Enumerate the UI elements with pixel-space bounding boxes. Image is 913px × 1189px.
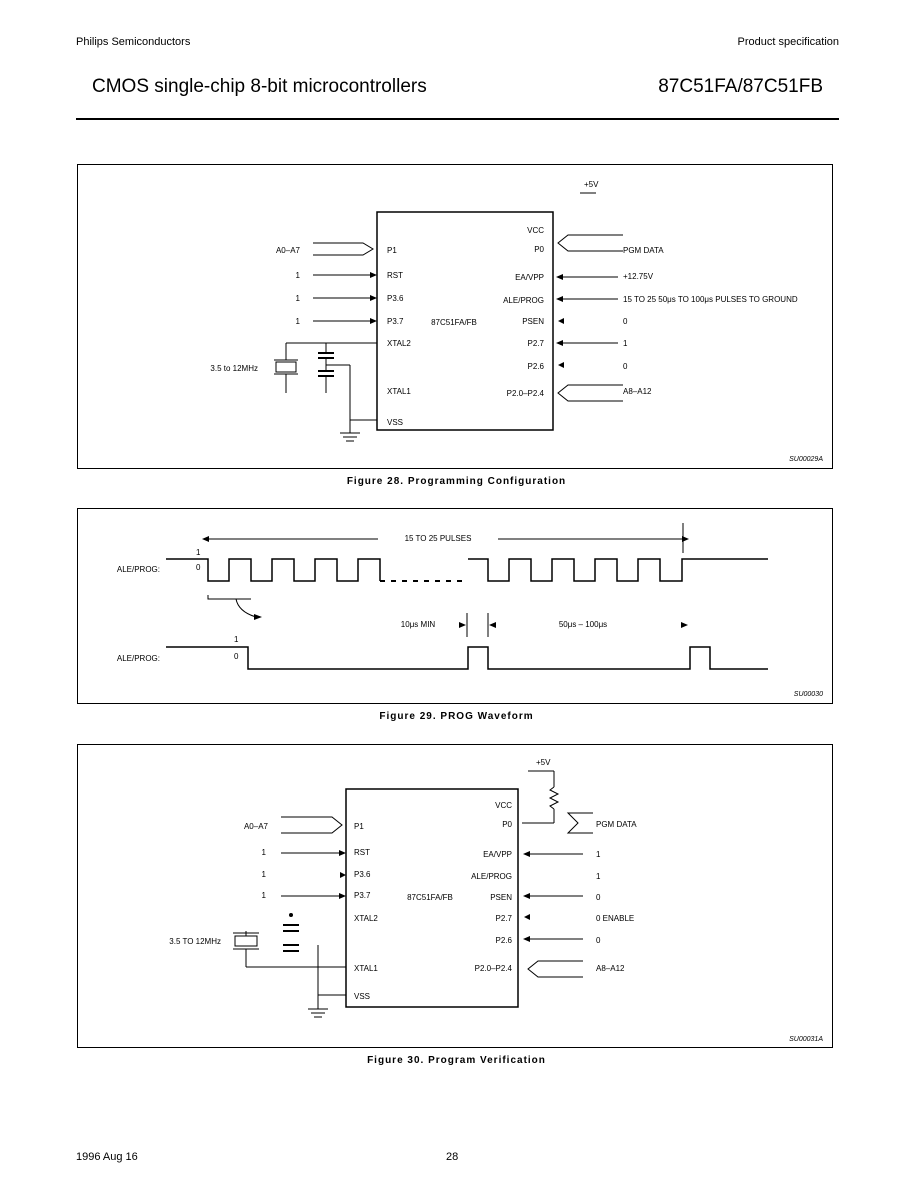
pullup-resistor xyxy=(548,786,560,810)
chip-label: 87C51FA/FB xyxy=(431,318,477,327)
pin-ea-vpp: EA/VPP xyxy=(515,273,544,282)
figure-code: SU00029A xyxy=(789,456,823,463)
vpp-level: +12.75V xyxy=(623,272,654,281)
crystal xyxy=(275,361,297,373)
figure-30-panel: 87C51FA/FB +5V P1 RST P3.6 P3.7 XTAL2 XT… xyxy=(77,744,833,1048)
chip-label: 87C51FA/FB xyxy=(407,893,453,902)
pin-psen: PSEN xyxy=(490,893,512,902)
pin-vcc: VCC xyxy=(527,226,544,235)
p36-level: 1 xyxy=(296,294,301,303)
pin-p36: P3.6 xyxy=(354,870,371,879)
pgm-data-label: PGM DATA xyxy=(623,246,664,255)
pgm-data-label: PGM DATA xyxy=(596,820,637,829)
page-number: 28 xyxy=(446,1151,459,1163)
addr-a0-a7: A0–A7 xyxy=(276,246,301,255)
pin-ale-prog: ALE/PROG xyxy=(503,296,544,305)
signal2-low-level: 0 xyxy=(234,652,239,661)
pin-p0: P0 xyxy=(502,820,512,829)
signal2-label: ALE/PROG: xyxy=(117,654,160,663)
crystal-label: 3.5 TO 12MHz xyxy=(169,937,221,946)
pin-p20-p24: P2.0–P2.4 xyxy=(507,389,545,398)
p27-level: 1 xyxy=(623,339,628,348)
figure-28-caption: Figure 28. Programming Configuration xyxy=(346,476,567,487)
figure-29-waveform: 15 TO 25 PULSES ALE/PROG: 1 0 10μs MIN 5… xyxy=(117,523,823,698)
prog-level: 1 xyxy=(596,872,601,881)
pin-p27: P2.7 xyxy=(528,339,545,348)
pin-xtal2: XTAL2 xyxy=(354,914,378,923)
pin-p37: P3.7 xyxy=(387,317,404,326)
pin-ea-vpp: EA/VPP xyxy=(483,850,512,859)
addr-a0-a7: A0–A7 xyxy=(244,822,269,831)
min-time-label: 10μs MIN xyxy=(401,620,436,629)
figure-28-panel: 87C51FA/FB +5V P1 RST P3.6 P3.7 XTAL2 XT… xyxy=(77,164,833,469)
vcc-supply-label: +5V xyxy=(536,758,551,767)
rst-level: 1 xyxy=(296,271,301,280)
pin-rst: RST xyxy=(354,848,370,857)
pin-ale-prog: ALE/PROG xyxy=(471,872,512,881)
figure-29-panel: 15 TO 25 PULSES ALE/PROG: 1 0 10μs MIN 5… xyxy=(77,508,833,704)
header-rule xyxy=(76,118,839,120)
pin-p36: P3.6 xyxy=(387,294,404,303)
psen-level: 0 xyxy=(623,317,628,326)
crystal-label: 3.5 to 12MHz xyxy=(210,364,258,373)
pin-p1: P1 xyxy=(354,822,364,831)
rst-level: 1 xyxy=(262,848,267,857)
pin-p1: P1 xyxy=(387,246,397,255)
vcc-supply-label: +5V xyxy=(584,180,599,189)
p37-level: 1 xyxy=(296,317,301,326)
pin-p27: P2.7 xyxy=(496,914,513,923)
pin-xtal1: XTAL1 xyxy=(354,964,378,973)
p26-level: 0 xyxy=(596,936,601,945)
signal1-label: ALE/PROG: xyxy=(117,565,160,574)
pin-xtal1: XTAL1 xyxy=(387,387,411,396)
signal1-low-level: 0 xyxy=(196,563,201,572)
doc-type: Product specification xyxy=(737,36,840,48)
pulse-count-label: 15 TO 25 PULSES xyxy=(405,534,472,543)
signal2-high-level: 1 xyxy=(234,635,239,644)
figure-code: SU00030 xyxy=(794,691,823,698)
psen-level: 0 xyxy=(596,893,601,902)
addr-a8-a12: A8–A12 xyxy=(623,387,652,396)
pin-p26: P2.6 xyxy=(528,362,545,371)
pin-xtal2: XTAL2 xyxy=(387,339,411,348)
figure-28-diagram: 87C51FA/FB +5V P1 RST P3.6 P3.7 XTAL2 XT… xyxy=(210,180,823,463)
figure-29-caption: Figure 29. PROG Waveform xyxy=(379,711,534,722)
p37-level: 1 xyxy=(262,891,267,900)
footer-date: 1996 Aug 16 xyxy=(76,1151,138,1163)
pin-p37: P3.7 xyxy=(354,891,371,900)
pin-vss: VSS xyxy=(387,418,403,427)
pulse-time-label: 50μs – 100μs xyxy=(559,620,607,629)
prog-pulses-label: 15 TO 25 50μs TO 100μs PULSES TO GROUND xyxy=(623,295,798,304)
crystal xyxy=(234,935,258,947)
pin-vss: VSS xyxy=(354,992,370,1001)
page-title: CMOS single-chip 8-bit microcontrollers xyxy=(92,76,427,97)
p26-level: 0 xyxy=(623,362,628,371)
addr-a8-a12: A8–A12 xyxy=(596,964,625,973)
vpp-level: 1 xyxy=(596,850,601,859)
pin-p20-p24: P2.0–P2.4 xyxy=(475,964,513,973)
pin-p26: P2.6 xyxy=(496,936,513,945)
part-number: 87C51FA/87C51FB xyxy=(658,76,823,97)
pin-vcc: VCC xyxy=(495,801,512,810)
figure-code: SU00031A xyxy=(789,1036,823,1043)
signal1-high-level: 1 xyxy=(196,548,201,557)
pin-psen: PSEN xyxy=(522,317,544,326)
figure-30-diagram: 87C51FA/FB +5V P1 RST P3.6 P3.7 XTAL2 XT… xyxy=(169,758,823,1043)
enable-level: 0 ENABLE xyxy=(596,914,634,923)
chip-box xyxy=(345,788,519,1008)
p36-level: 1 xyxy=(262,870,267,879)
company-name: Philips Semiconductors xyxy=(76,36,191,48)
pin-p0: P0 xyxy=(534,245,544,254)
pin-rst: RST xyxy=(387,271,403,280)
figure-30-caption: Figure 30. Program Verification xyxy=(367,1055,546,1066)
